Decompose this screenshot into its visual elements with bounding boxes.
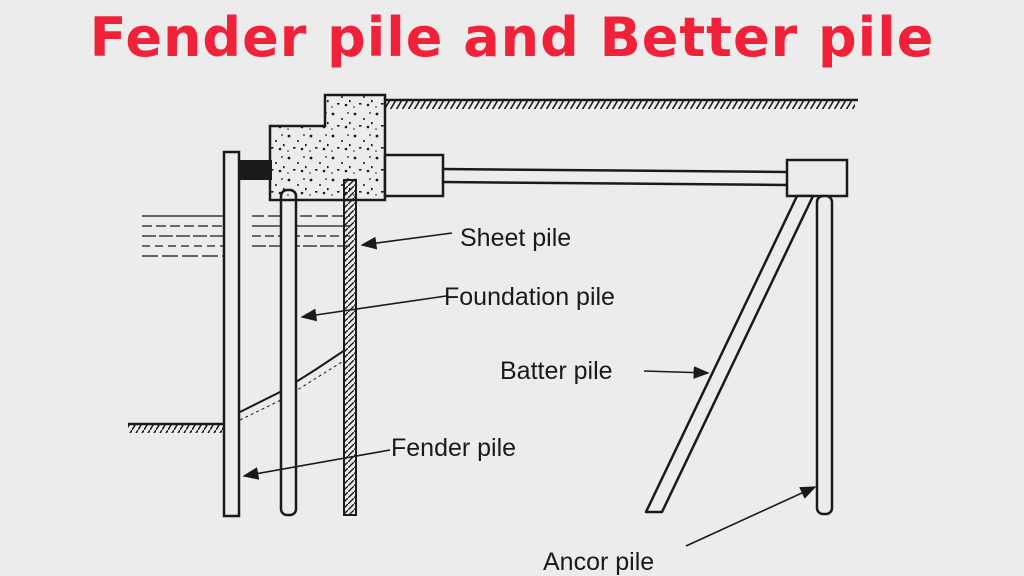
label-batter-pile-group: Batter pile <box>500 357 710 385</box>
label-batter-pile: Batter pile <box>500 357 613 385</box>
label-anchor-pile-group: Ancor pile <box>543 486 817 576</box>
sheet-pile <box>343 179 357 516</box>
label-sheet-pile: Sheet pile <box>460 224 571 252</box>
page-title: Fender pile and Better pile <box>89 6 935 69</box>
seabed <box>128 349 346 433</box>
cap-anchor-block <box>383 153 445 198</box>
fender-block <box>239 160 272 180</box>
top-ground <box>385 98 858 109</box>
fender-pile <box>222 150 241 518</box>
label-fender-pile: Fender pile <box>391 434 516 462</box>
label-anchor-pile: Ancor pile <box>543 548 654 576</box>
label-foundation-pile: Foundation pile <box>444 283 615 311</box>
tie-rod <box>442 167 788 187</box>
label-foundation-pile-group: Foundation pile <box>300 283 615 322</box>
concrete-cap <box>268 93 387 202</box>
label-fender-pile-group: Fender pile <box>242 434 516 480</box>
water-lines <box>142 215 350 257</box>
foundation-pile <box>279 188 298 517</box>
batter-pile <box>644 194 815 514</box>
label-sheet-pile-group: Sheet pile <box>360 224 571 252</box>
anchor-pile <box>815 194 834 516</box>
anchor-cap-block <box>785 158 849 198</box>
